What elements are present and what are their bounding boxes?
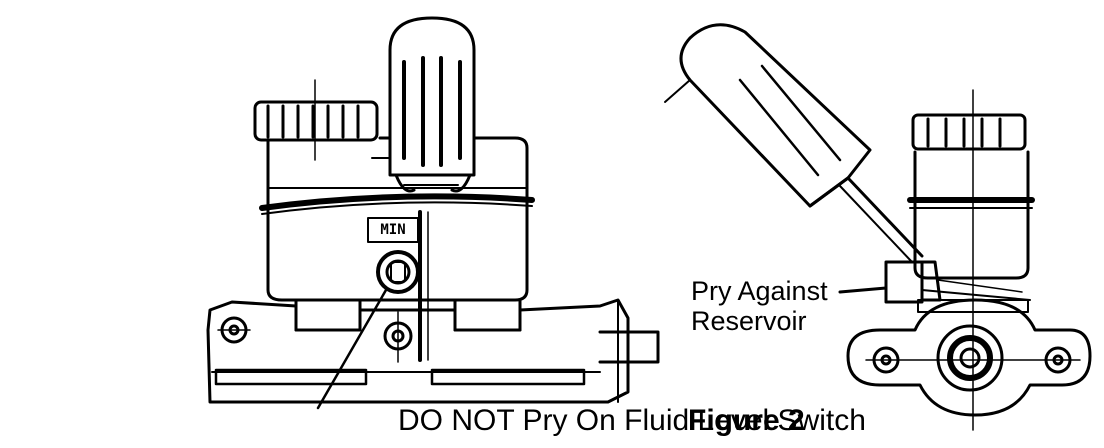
min-label: MIN <box>380 222 406 238</box>
warning-label: DO NOT Pry On Fluid Level Switch <box>398 404 866 437</box>
screwdriver <box>665 25 922 262</box>
cylinder-end-view <box>848 300 1090 415</box>
min-marking-plate: MIN <box>368 218 418 242</box>
master-cylinder-side-view: MIN <box>208 18 658 408</box>
reservoir-end-view <box>910 90 1032 430</box>
retaining-band <box>262 196 532 208</box>
warning-leader-line <box>318 290 386 408</box>
mounting-bolt-center <box>385 312 411 362</box>
cylinder-body <box>208 300 658 402</box>
figure-2-end-view <box>665 25 1090 430</box>
switch-connector <box>378 252 418 292</box>
mounting-bolt-left <box>218 318 250 342</box>
pry-label-line-2: Reservoir <box>691 306 807 336</box>
reservoir-cap-left <box>255 80 377 160</box>
pry-label-line-1: Pry Against <box>691 276 828 306</box>
pry-leader-line <box>840 288 886 292</box>
pry-point <box>886 262 1030 302</box>
figure-caption: Figure 2 <box>688 404 805 437</box>
fluid-level-switch <box>372 18 474 191</box>
